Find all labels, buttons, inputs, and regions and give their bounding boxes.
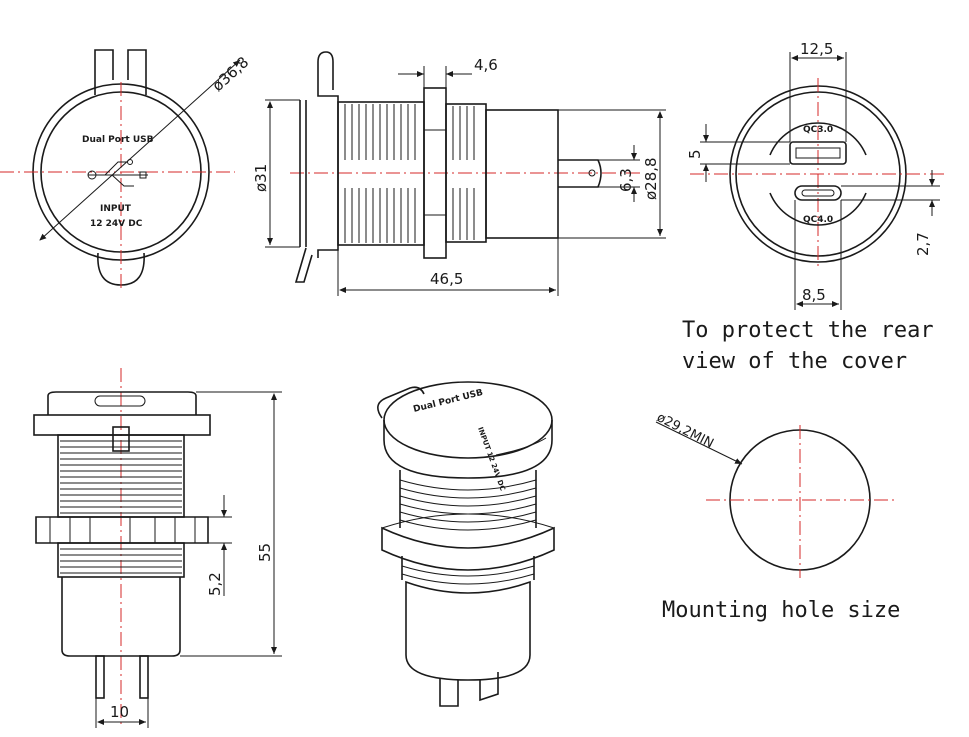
elev-dim-total-height: 55	[256, 543, 274, 562]
iso-hinge	[377, 386, 425, 419]
iso-pin-left	[439, 678, 459, 707]
front-panel-title: Dual Port USB	[82, 135, 154, 145]
elev-nut	[35, 516, 209, 544]
side-dim-nut: 4,6	[474, 56, 498, 74]
iso-rear-body	[405, 580, 531, 681]
rear-note-line1: To protect the rear	[682, 318, 934, 343]
front-tab-left	[94, 49, 114, 95]
side-cover-hinge	[317, 51, 339, 258]
rear-view: QC3.0 QC4.0 12,5 5 2,7 8,5	[686, 40, 945, 310]
rear-usb-c-port	[794, 185, 842, 201]
elev-thread-body-2	[57, 542, 185, 578]
iso-cap-side	[383, 420, 553, 479]
elevation-view: 55 5,2 10	[33, 368, 282, 728]
hole-diameter-label: ø29,2MIN	[654, 410, 716, 451]
elev-key	[112, 426, 130, 452]
rear-port-a-label: QC3.0	[803, 125, 833, 135]
elev-cap-top	[47, 391, 197, 415]
mounting-hole-view: ø29,2MIN Mounting hole size	[654, 410, 900, 623]
side-dim-body-dia: ø28,8	[642, 157, 660, 200]
elev-rear-body	[61, 577, 181, 657]
rear-note-line2: view of the cover	[682, 349, 907, 374]
hole-diameter-leader	[655, 421, 743, 465]
iso-input-text: INPUT 12 24V DC	[476, 426, 507, 492]
elev-flange	[33, 414, 211, 436]
elev-dim-nut-height: 5,2	[206, 572, 224, 596]
rear-dim-typec-height: 2,7	[914, 232, 932, 256]
rear-dim-typec-width: 8,5	[802, 286, 826, 304]
side-cover-tab	[294, 247, 313, 283]
rear-port-c-label: QC4.0	[803, 215, 833, 225]
side-dim-length: 46,5	[430, 270, 463, 288]
iso-nut	[381, 526, 555, 571]
front-tab-right	[127, 49, 147, 95]
front-input-line2: 12 24V DC	[90, 219, 143, 229]
rear-usb-a-port	[789, 141, 847, 165]
elev-thread-lines	[60, 440, 182, 514]
usb-symbol-icon	[87, 159, 148, 187]
iso-view: Dual Port USB INPUT 12 24V DC	[377, 381, 555, 707]
side-view: 4,6 ø31 6,3 ø28,8 46,5	[252, 51, 666, 296]
front-view: ø36,8 Dual Port USB INPUT 12 24V DC	[0, 49, 253, 290]
front-input-line1: INPUT	[100, 204, 132, 214]
side-dim-terminal: 6,3	[617, 168, 635, 192]
iso-pin-right	[479, 672, 499, 702]
side-flange	[299, 100, 307, 247]
side-rear-body	[485, 109, 559, 239]
elev-pin-left	[95, 655, 105, 699]
side-dim-thread-dia: ø31	[252, 164, 270, 192]
iso-body-sides	[399, 470, 537, 528]
rear-dim-width: 12,5	[800, 40, 833, 58]
elev-pin-right	[139, 655, 149, 699]
rear-dim-height: 5	[686, 149, 704, 159]
front-diameter-leader	[39, 59, 241, 241]
front-diameter-label: ø36,8	[209, 53, 253, 95]
iso-cover-flap	[495, 437, 547, 456]
hole-caption: Mounting hole size	[662, 598, 900, 623]
side-thread-lines	[344, 104, 416, 243]
iso-thread-lines	[399, 479, 537, 531]
elev-dim-pin-spacing: 10	[110, 703, 129, 721]
